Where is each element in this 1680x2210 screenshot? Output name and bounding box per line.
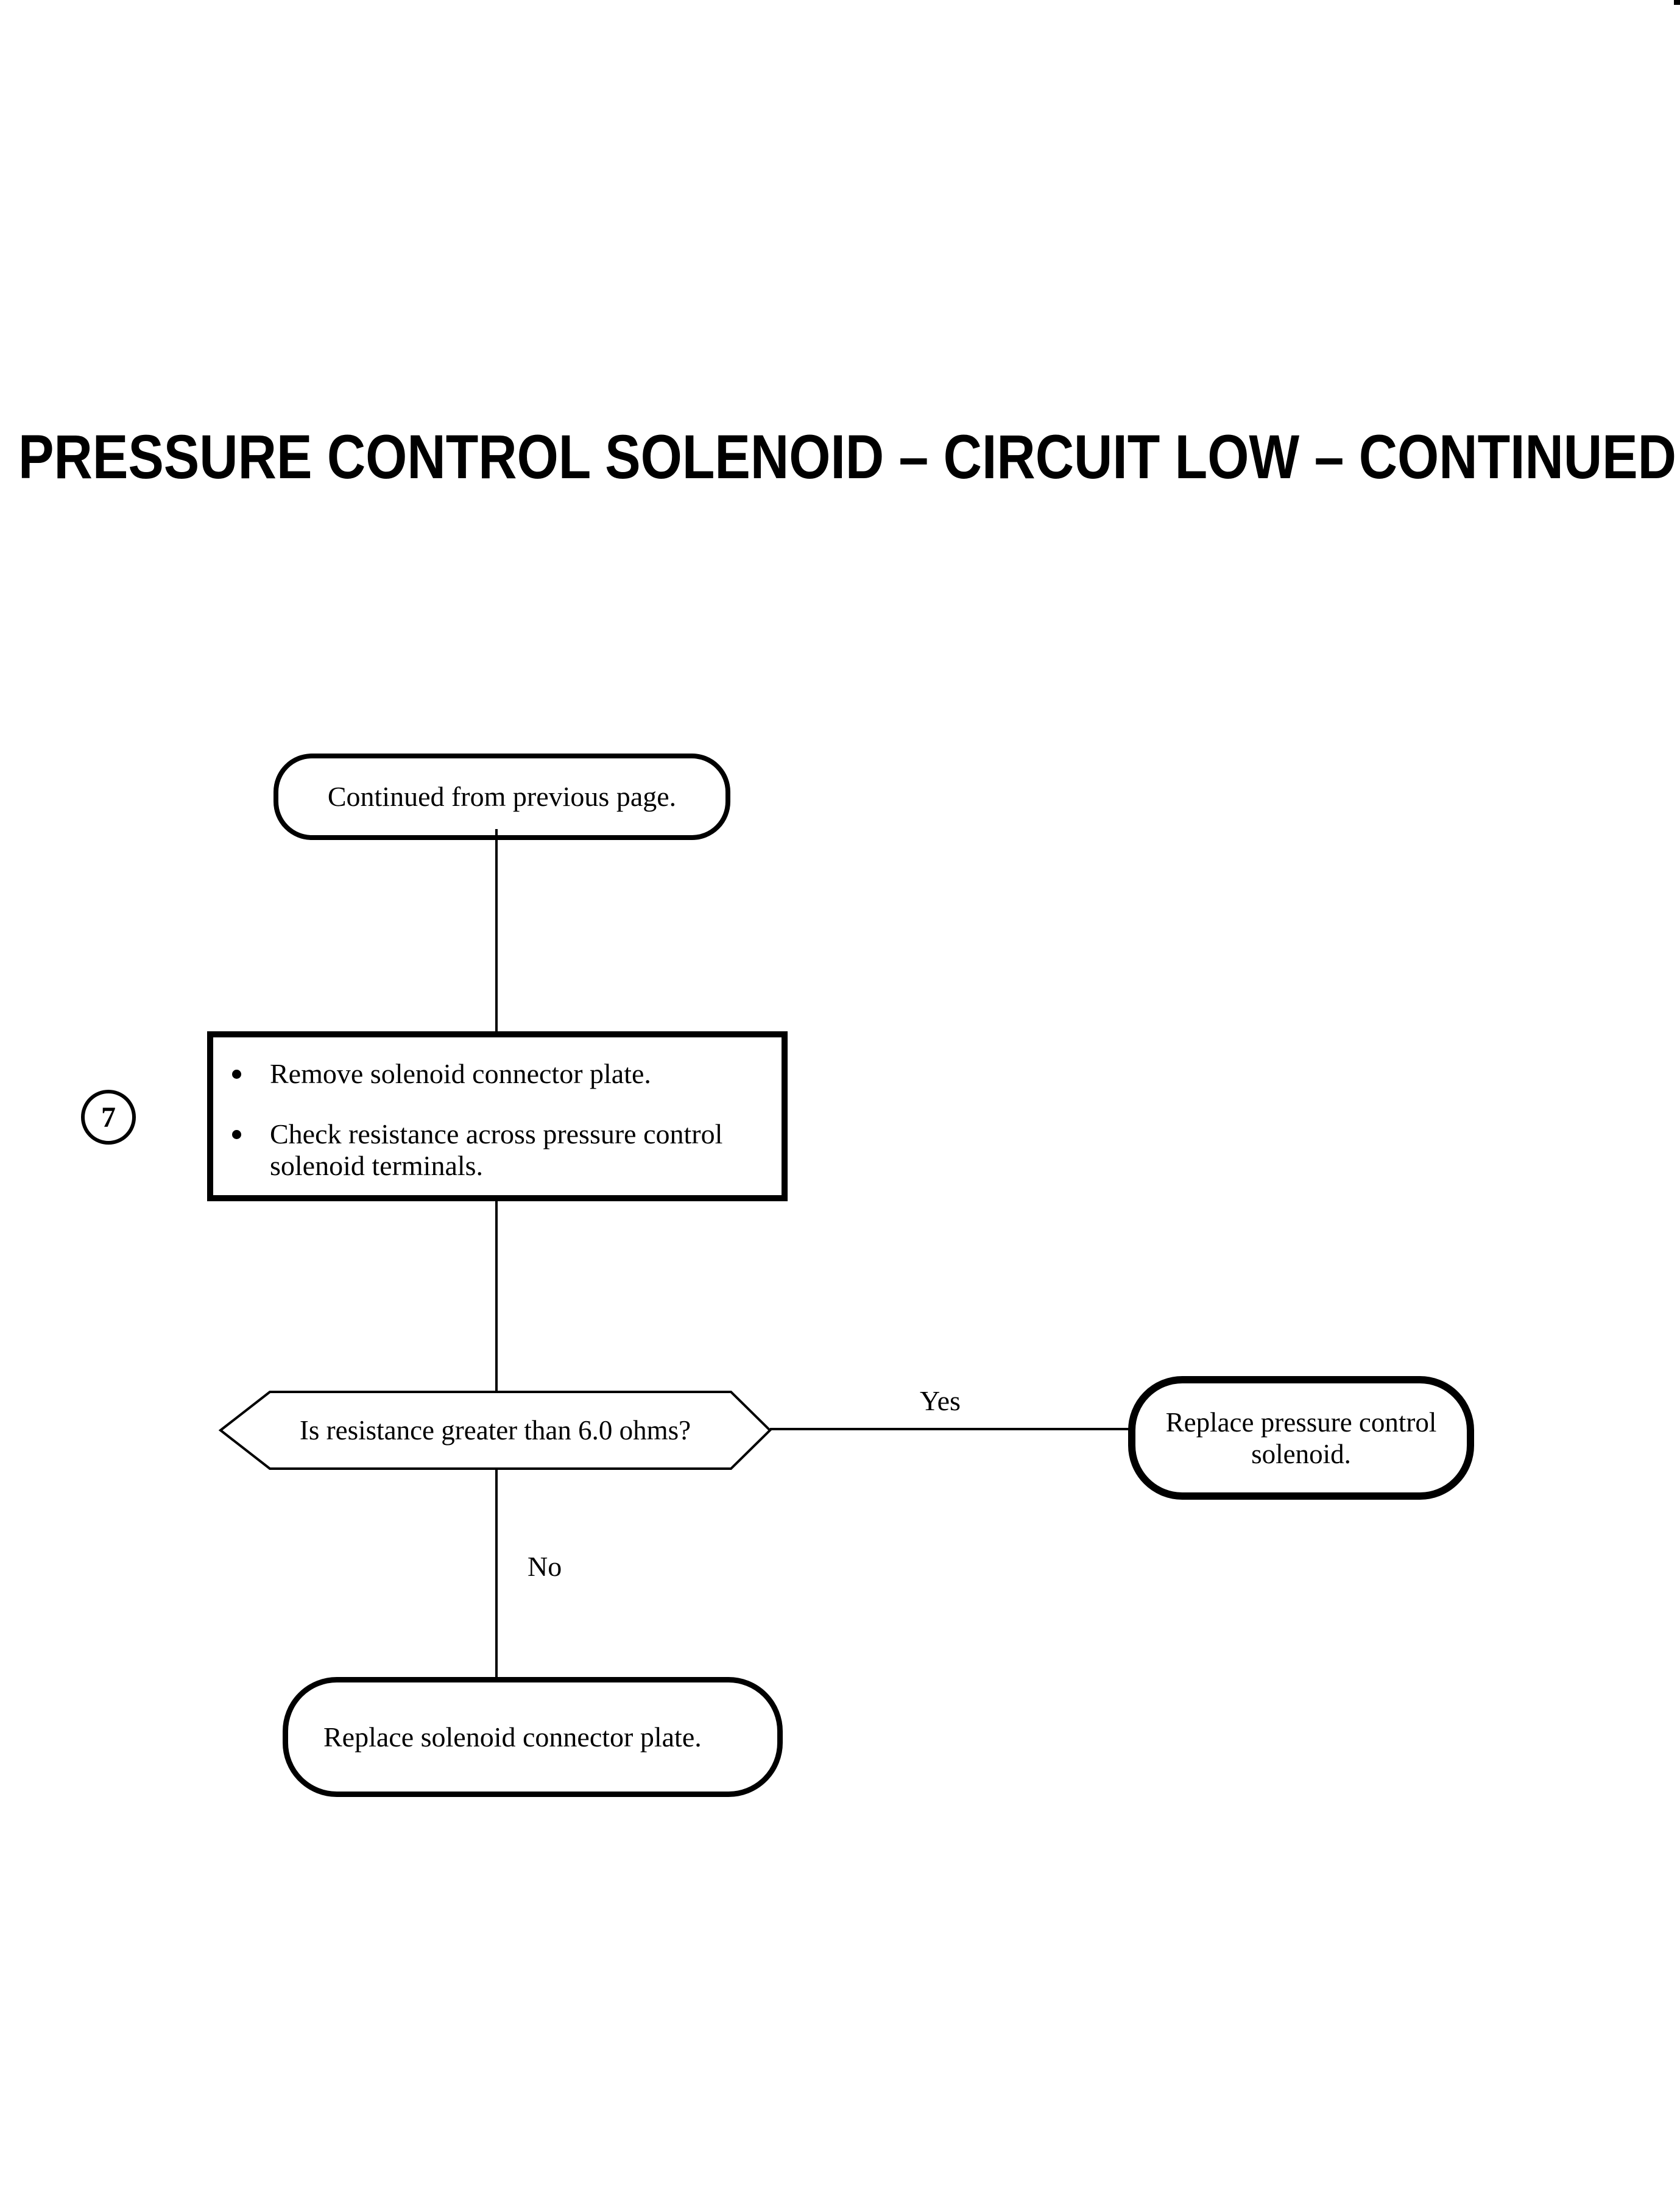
connector-decision-to-no-terminator bbox=[495, 1469, 498, 1677]
process-bullet-2: Check resistance across pressure control… bbox=[232, 1118, 778, 1182]
page-title: PRESSURE CONTROL SOLENOID – CIRCUIT LOW … bbox=[18, 422, 1676, 492]
scan-speck bbox=[1674, 0, 1680, 5]
bullet-dot-icon bbox=[232, 1070, 241, 1079]
connector-decision-to-yes-terminator bbox=[770, 1428, 1129, 1430]
decision-hexagon-shape bbox=[218, 1391, 772, 1470]
connector-start-to-process bbox=[495, 829, 498, 1033]
bullet-dot-icon bbox=[232, 1130, 241, 1139]
step-number: 7 bbox=[101, 1101, 116, 1134]
no-terminator-text: Replace solenoid connector plate. bbox=[323, 1721, 702, 1753]
yes-branch-label: Yes bbox=[920, 1385, 961, 1416]
connector-process-to-decision bbox=[495, 1201, 498, 1393]
process-bullet-2-text: Check resistance across pressure control… bbox=[270, 1118, 723, 1181]
process-box-content: Remove solenoid connector plate. Check r… bbox=[213, 1037, 782, 1182]
process-bullet-1: Remove solenoid connector plate. bbox=[232, 1058, 778, 1090]
start-terminator: Continued from previous page. bbox=[274, 754, 730, 840]
yes-terminator: Replace pressure control solenoid. bbox=[1128, 1376, 1474, 1500]
process-bullet-1-text: Remove solenoid connector plate. bbox=[270, 1058, 651, 1089]
start-terminator-text: Continued from previous page. bbox=[327, 781, 677, 812]
decision-hexagon: Is resistance greater than 6.0 ohms? bbox=[216, 1389, 774, 1471]
yes-terminator-text: Replace pressure control solenoid. bbox=[1165, 1407, 1437, 1469]
no-terminator: Replace solenoid connector plate. bbox=[283, 1677, 783, 1797]
no-branch-label: No bbox=[528, 1551, 562, 1582]
step-number-circle: 7 bbox=[81, 1090, 136, 1145]
process-box: Remove solenoid connector plate. Check r… bbox=[207, 1031, 788, 1201]
decision-question: Is resistance greater than 6.0 ohms? bbox=[299, 1415, 691, 1446]
